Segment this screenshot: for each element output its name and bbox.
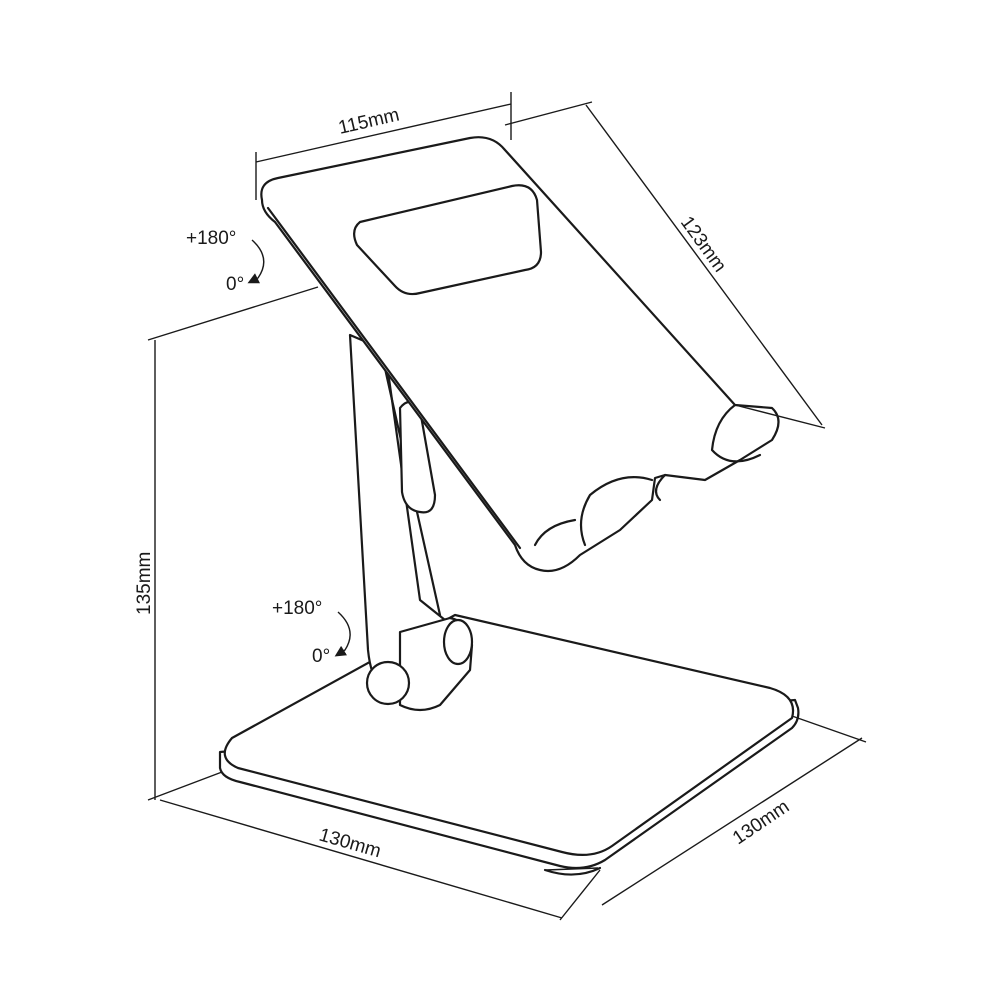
tablet-plate bbox=[260, 136, 780, 573]
base-depth-label: 130mm bbox=[729, 796, 793, 849]
rotation-bottom-max-label: +180° bbox=[272, 598, 322, 619]
rotation-indicator-top: +180° 0° bbox=[186, 228, 265, 295]
rotation-bottom-min-label: 0° bbox=[312, 646, 330, 667]
height-label: 135mm bbox=[134, 552, 155, 615]
base bbox=[218, 613, 800, 876]
dimension-lines bbox=[147, 92, 867, 921]
rotation-arrow-icon bbox=[334, 611, 351, 657]
rotation-indicator-bottom: +180° 0° bbox=[272, 598, 351, 667]
rotation-top-max-label: +180° bbox=[186, 228, 236, 249]
rotation-top-min-label: 0° bbox=[226, 274, 244, 295]
base-width-label: 130mm bbox=[317, 825, 384, 863]
rotation-arrow-icon bbox=[247, 239, 265, 284]
pole bbox=[348, 333, 467, 702]
plate-width-label: 115mm bbox=[336, 104, 401, 138]
hinge-knob bbox=[365, 616, 474, 712]
plate-length-label: 123mm bbox=[676, 213, 730, 277]
